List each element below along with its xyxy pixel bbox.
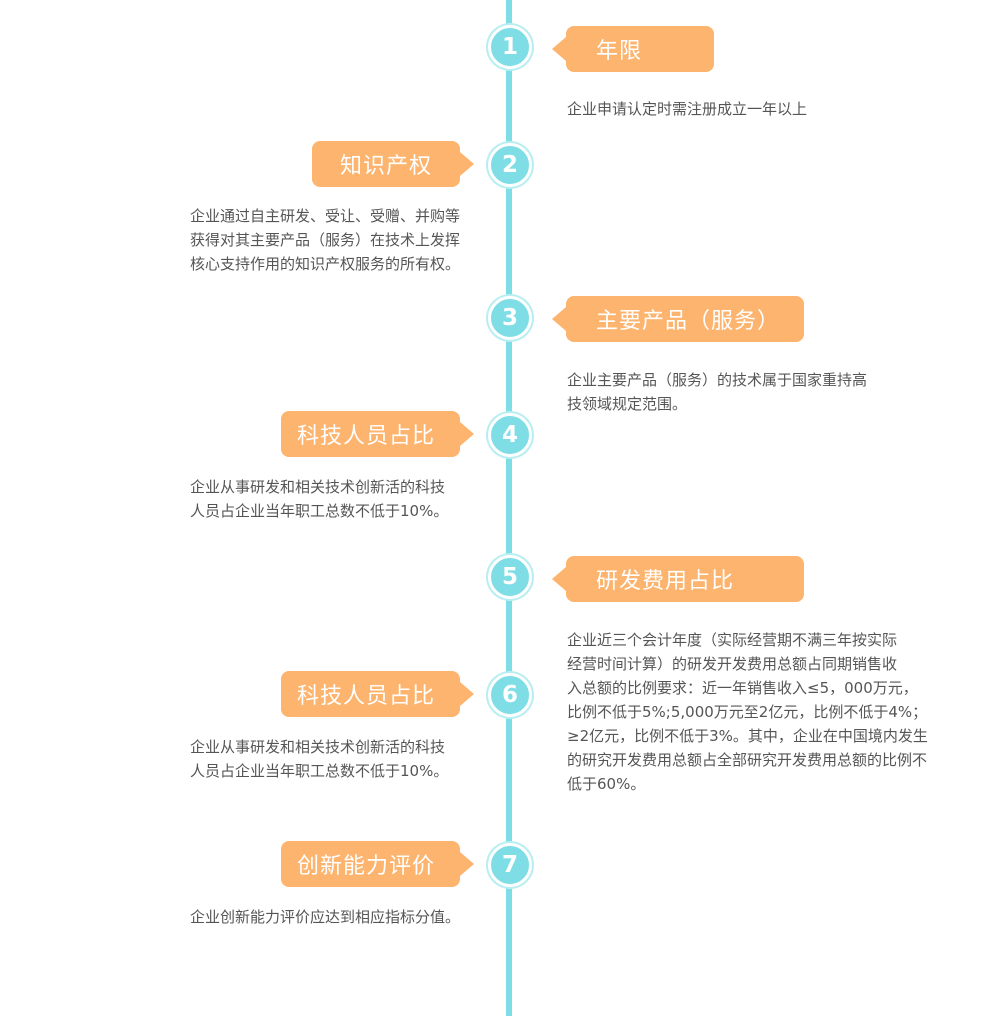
step-5-number: 5 (488, 555, 532, 599)
step-3-number: 3 (488, 296, 532, 340)
step-1-description: 企业申请认定时需注册成立一年以上 (567, 100, 808, 118)
step-6-title: 科技人员占比 (281, 671, 474, 717)
step-2-description: 企业通过自主研发、受让、受赠、并购等 获得对其主要产品（服务）在技术上发挥 核心… (190, 207, 461, 273)
step-2-number: 2 (488, 143, 532, 187)
step-3-title: 主要产品（服务） (552, 296, 804, 342)
step-5-description: 企业近三个会计年度（实际经营期不满三年按实际 经营时间计算）的研发开发费用总额占… (567, 631, 928, 793)
step-7-title: 创新能力评价 (281, 841, 474, 887)
step-7-description: 企业创新能力评价应达到相应指标分值。 (190, 908, 461, 926)
step-4-number: 4 (488, 413, 532, 457)
step-1-number: 1 (488, 25, 532, 69)
step-3-description: 企业主要产品（服务）的技术属于国家重持高 技领域规定范围。 (567, 371, 868, 413)
step-2-title: 知识产权 (312, 141, 474, 187)
step-6-number: 6 (488, 673, 532, 717)
step-1-title: 年限 (552, 26, 714, 72)
step-5-title: 研发费用占比 (552, 556, 804, 602)
step-4-description: 企业从事研发和相关技术创新活的科技 人员占企业当年职工总数不低于10%。 (190, 478, 449, 520)
step-6-description: 企业从事研发和相关技术创新活的科技 人员占企业当年职工总数不低于10%。 (190, 738, 449, 780)
step-4-title: 科技人员占比 (281, 411, 474, 457)
timeline-line (506, 0, 512, 1016)
step-7-number: 7 (488, 843, 532, 887)
